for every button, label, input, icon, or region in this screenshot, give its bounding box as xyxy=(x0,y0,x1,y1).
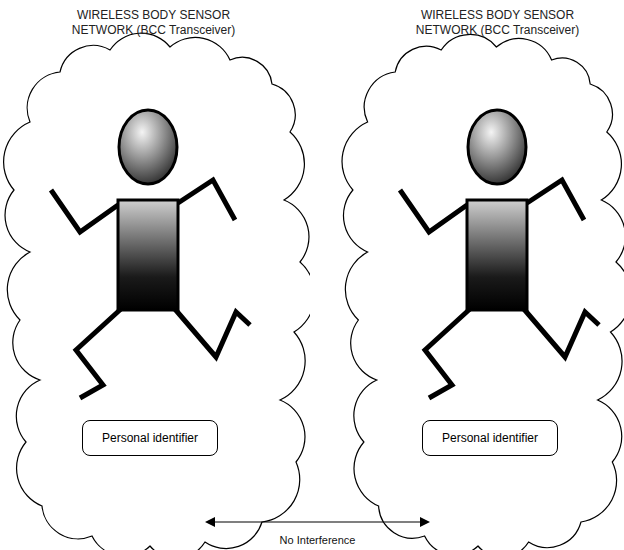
cloud-shape xyxy=(335,0,624,550)
identifier-box: Personal identifier xyxy=(82,420,218,456)
figure-body xyxy=(467,200,527,310)
network-cloud: WIRELESS BODY SENSOR NETWORK (BCC Transc… xyxy=(335,0,624,550)
figure-leg xyxy=(174,308,250,357)
network-title: WIRELESS BODY SENSOR NETWORK (BCC Transc… xyxy=(66,8,241,38)
figure-leg xyxy=(425,308,471,398)
figure-head xyxy=(468,110,526,184)
figure-leg xyxy=(523,308,599,357)
identifier-text: Personal identifier xyxy=(102,431,198,445)
figure-head xyxy=(119,110,177,184)
cloud-outline xyxy=(4,33,310,550)
figure-leg xyxy=(76,308,122,398)
arrow-head xyxy=(205,517,215,527)
network-title: WIRELESS BODY SENSOR NETWORK (BCC Transc… xyxy=(410,8,585,38)
figure-arm xyxy=(178,180,235,220)
figure-arm xyxy=(527,180,584,220)
identifier-text: Personal identifier xyxy=(442,431,538,445)
figure-arm xyxy=(51,190,118,232)
arrow-head xyxy=(420,517,430,527)
identifier-box: Personal identifier xyxy=(422,420,558,456)
connector xyxy=(205,517,430,527)
stick-figure xyxy=(400,110,599,398)
connector-line xyxy=(214,521,421,522)
figure-arm xyxy=(400,190,467,232)
stick-figure xyxy=(51,110,250,398)
network-cloud: WIRELESS BODY SENSOR NETWORK (BCC Transc… xyxy=(0,0,310,550)
connector-label: No Interference xyxy=(280,534,356,546)
cloud-shape xyxy=(0,0,310,550)
figure-body xyxy=(118,200,178,310)
cloud-outline xyxy=(342,34,624,550)
